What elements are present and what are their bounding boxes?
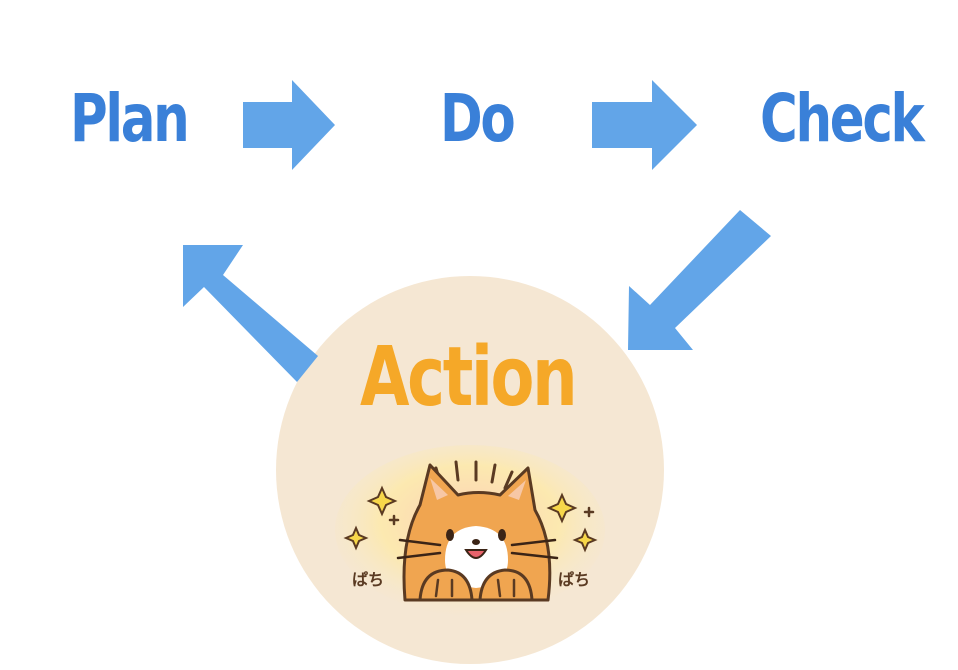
sticker-text-left: ぱち <box>352 570 385 589</box>
sticker-text-right: ぱち <box>558 570 591 589</box>
sparkle-icon <box>343 485 598 553</box>
cat-illustration <box>335 445 605 615</box>
stage-check: Check <box>760 80 925 157</box>
stage-action: Action <box>360 330 578 425</box>
arrow-do-to-check <box>592 80 697 170</box>
stage-plan: Plan <box>70 80 190 157</box>
arrow-plan-to-do <box>243 80 335 170</box>
stage-do: Do <box>440 80 516 157</box>
arrow-action-to-plan <box>183 245 318 382</box>
arrow-check-to-action <box>628 210 771 350</box>
